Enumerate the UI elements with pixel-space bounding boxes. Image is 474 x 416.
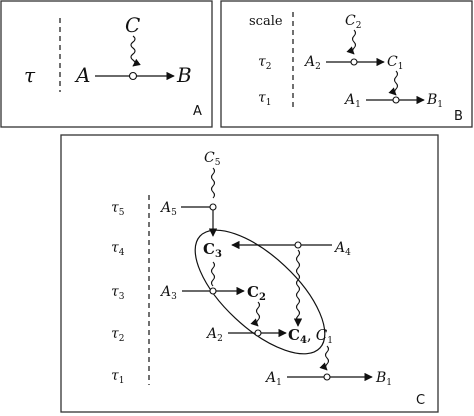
panel-b-junction-upper: [350, 58, 358, 66]
panel-c-node-a2: A2: [205, 326, 223, 344]
panel-c-node-b1: B1: [375, 370, 392, 388]
panel-b-node-c1: C1: [387, 54, 403, 72]
panel-b-frame: [220, 0, 473, 128]
panel-a-tag: A: [193, 104, 202, 119]
panel-c-junction-a2: [254, 329, 262, 337]
panel-a-node-a: A: [74, 63, 90, 87]
panel-c-node-a1: A1: [264, 370, 282, 388]
panel-c-row-tau2: τ2: [111, 326, 124, 344]
panel-c-node-a3: A3: [159, 284, 177, 302]
panel-a-tau-label: τ: [24, 63, 36, 87]
panel-c-node-c3: C3: [203, 240, 222, 260]
panel-b-node-c2: C2: [345, 13, 361, 31]
panel-c-highlight-ellipse: [194, 229, 326, 355]
panel-b-row-tau2: τ2: [258, 54, 271, 72]
panel-c-junction-a5: [209, 203, 217, 211]
panel-c-node-c5: C5: [204, 150, 221, 168]
panel-a-wiggle-c: [130, 35, 141, 67]
panel-b-node-a1: A1: [343, 92, 361, 110]
panel-c-node-c4-c1: C4,C1: [288, 326, 333, 346]
panel-b-scale-label: scale: [249, 14, 283, 29]
panel-b-node-a2: A2: [303, 54, 321, 72]
panel-a: τ C A B A: [0, 0, 213, 128]
panel-c: τ5 τ4 τ3 τ2 τ1 C5 A5 C3 A4 A3 C2 A2 C4,C…: [60, 134, 439, 413]
panel-b-wiggle-c2: [346, 29, 357, 55]
panel-c-wiggle-c1-down: [319, 345, 330, 371]
panel-c-wiggle-c3-down: [210, 261, 216, 287]
panel-c-node-a5: A5: [159, 200, 177, 218]
panel-b-tag: B: [454, 109, 463, 124]
panel-b-junction-lower: [392, 96, 400, 104]
panel-c-junction-a1: [323, 373, 331, 381]
panel-c-row-tau5: τ5: [111, 200, 125, 218]
panel-a-frame: [0, 0, 213, 128]
panel-c-junction-a4: [294, 241, 302, 249]
panel-c-row-tau4: τ4: [111, 240, 125, 258]
panel-c-row-tau1: τ1: [111, 368, 124, 386]
panel-b: scale τ2 τ1 C2 A2 C1 A1 B1 B: [220, 0, 473, 128]
panel-c-junction-a3: [209, 287, 217, 295]
panel-c-tag: C: [416, 393, 425, 408]
panel-c-row-tau3: τ3: [111, 284, 125, 302]
panel-c-node-c2: C2: [247, 283, 266, 303]
panel-b-wiggle-c1: [388, 70, 399, 96]
panel-c-frame: [60, 134, 439, 413]
panel-c-node-a4: A4: [333, 240, 351, 258]
panel-c-wiggle-a4-to-c1: [295, 249, 301, 323]
panel-a-junction: [128, 71, 138, 81]
panel-c-wiggle-c2-down: [250, 301, 261, 327]
panel-b-node-b1: B1: [426, 92, 443, 110]
panel-a-node-c: C: [125, 13, 140, 37]
panel-c-wiggle-c5: [210, 167, 216, 199]
panel-b-row-tau1: τ1: [258, 90, 271, 108]
panel-a-node-b: B: [176, 63, 192, 87]
